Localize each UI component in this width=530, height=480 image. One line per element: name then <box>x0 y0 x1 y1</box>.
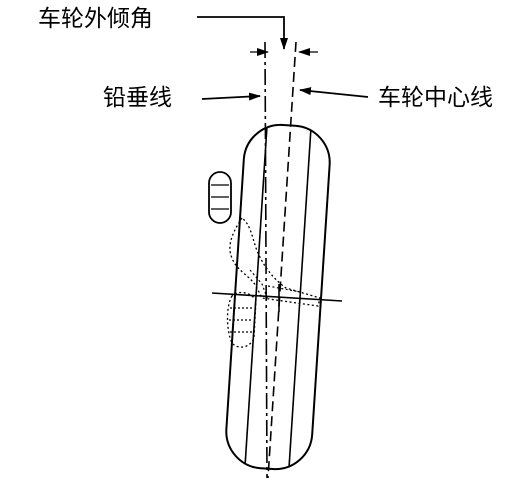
upper-ball-joint <box>208 171 232 224</box>
camber-angle-label: 车轮外倾角 <box>38 6 153 32</box>
plumb-line-leader <box>201 92 261 101</box>
axle-line <box>211 292 343 302</box>
plumb-line-label: 铅垂线 <box>103 85 172 111</box>
wheel-centerline-label: 车轮中心线 <box>378 85 493 111</box>
wheel-centerline-leader <box>299 87 369 98</box>
wheel-centerline <box>267 41 297 479</box>
lower-ball-joint <box>226 291 257 348</box>
plumb-line <box>264 41 268 479</box>
knuckle-inner <box>249 269 301 301</box>
camber-angle-leader <box>197 16 288 50</box>
steering-knuckle <box>229 217 321 307</box>
